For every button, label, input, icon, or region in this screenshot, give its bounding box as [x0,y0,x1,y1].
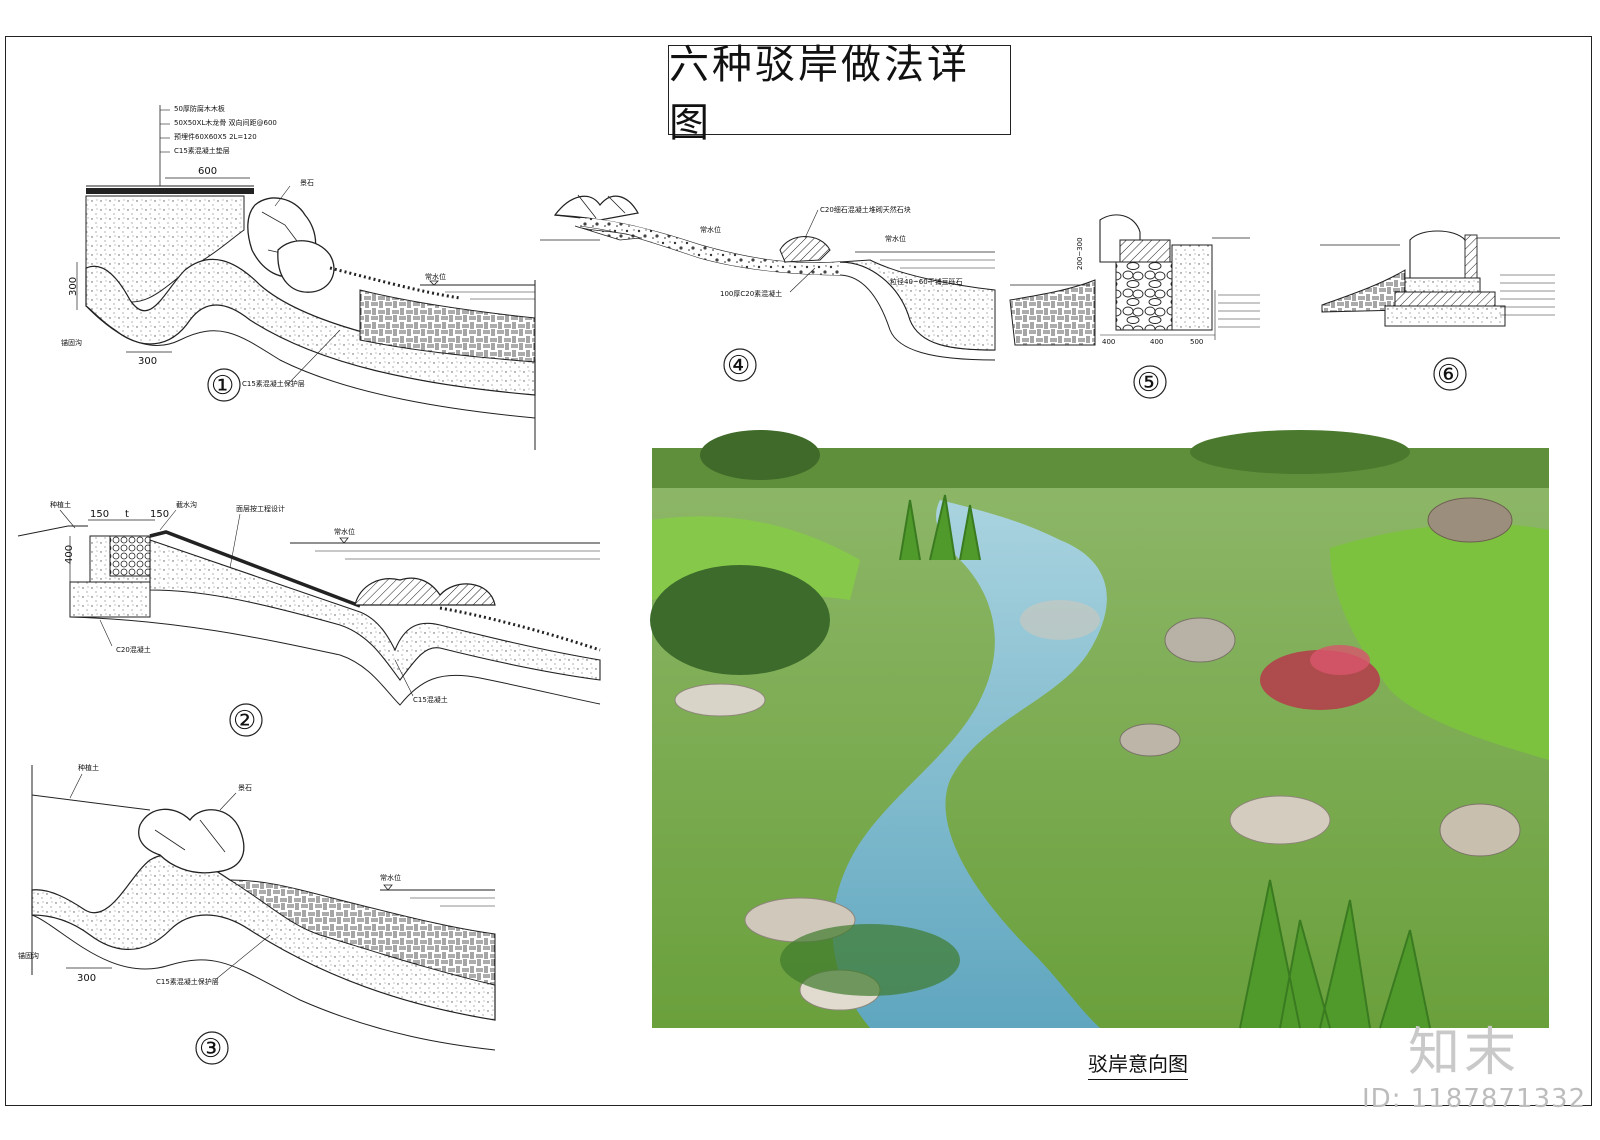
detail-2-water-level: 常水位 [334,527,355,536]
detail-3-dim-300: 300 [77,973,96,984]
detail-5-dim-a: 400 [1102,338,1115,346]
detail-1: 常水位 50厚防腐木木板 50X50XL木龙骨 双向间距@600 预埋件60X6… [61,104,536,450]
reference-photo [650,430,1549,1029]
detail-1-label-deck: 50厚防腐木木板 [174,104,225,113]
detail-3-label-soil: 种植土 [78,763,99,772]
detail-5-dim-d: 200~300 [1076,237,1084,270]
detail-5-dim-c: 500 [1190,338,1203,346]
watermark-id: ID: 1187871332 [1362,1084,1587,1114]
detail-3-water-level: 常水位 [380,873,401,882]
detail-6-number: ⑥ [1437,360,1460,390]
detail-4-label-gravel: 粒径40~60干铺豆砾石 [890,277,963,286]
detail-1-dim-600: 600 [198,166,217,177]
detail-4-label-concrete: 100厚C20素混凝土 [720,289,782,298]
detail-2-number: ② [233,706,256,736]
detail-5: 400 400 500 200~300 ⑤ [1009,214,1260,399]
detail-2-dim-150b: 150 [150,509,169,520]
detail-4-water-level-1: 常水位 [700,225,721,234]
detail-2-label-surface: 面层按工程设计 [236,504,285,513]
detail-4-water-level-2: 常水位 [885,234,906,243]
detail-1-water-level: 常水位 [425,272,446,281]
detail-3-label-protect: C15素混凝土保护层 [156,977,219,986]
detail-5-dim-b: 400 [1150,338,1163,346]
detail-2: 常水位 种植土 截水沟 面层按工程设计 150 t 150 400 C20混凝土… [17,500,601,737]
detail-1-label-joist: 50X50XL木龙骨 双向间距@600 [174,118,277,127]
detail-3: 常水位 种植土 景石 锚固沟 300 C15素混凝土保护层 ③ [18,763,496,1065]
detail-2-dim-400: 400 [64,545,75,564]
detail-1-label-anchor: 锚固沟 [61,338,82,347]
detail-2-dim-t: t [125,509,129,520]
detail-2-label-soil: 种植土 [50,500,71,509]
detail-2-label-drain: 截水沟 [176,500,197,509]
watermark-logo: 知末 [1408,1023,1521,1083]
detail-1-dim-300v: 300 [68,277,79,296]
detail-3-label-rock: 景石 [238,784,252,792]
detail-1-dim-300h: 300 [138,356,157,367]
detail-1-label-rock: 景石 [300,179,314,187]
detail-1-label-protect: C15素混凝土保护层 [242,379,305,388]
detail-3-label-anchor: 锚固沟 [18,951,39,960]
detail-1-number: ① [211,371,234,401]
detail-2-dim-150a: 150 [90,509,109,520]
detail-1-label-embed: 预埋件60X60X5 2L=120 [174,132,257,141]
photo-caption: 驳岸意向图 [1088,1048,1188,1080]
drawing-sheet-border [5,36,1592,1106]
detail-3-number: ③ [199,1034,222,1064]
detail-6: ⑥ [1320,230,1560,391]
detail-2-label-c15: C15混凝土 [413,695,448,704]
detail-4: 常水位 C20细石混凝土堆砌天然石块 常水位 粒径40~60干铺豆砾石 100厚… [540,194,996,382]
detail-2-label-c20: C20混凝土 [116,645,151,654]
detail-1-label-base: C15素混凝土垫层 [174,146,230,155]
sheet-title: 六种驳岸做法详图 [668,42,1011,146]
detail-4-number: ④ [727,351,750,381]
detail-5-number: ⑤ [1137,368,1160,398]
detail-4-label-stones: C20细石混凝土堆砌天然石块 [820,205,911,214]
